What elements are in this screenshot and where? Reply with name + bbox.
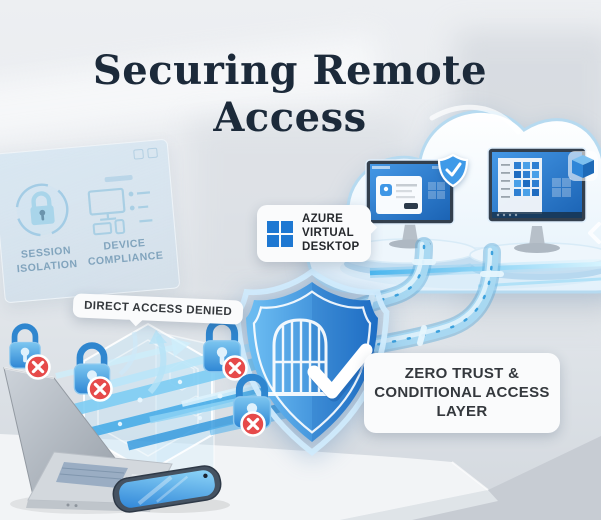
start-menu [498, 158, 542, 214]
page-title: Securing Remote Access [92, 46, 488, 141]
avd-label: AZURE VIRTUAL DESKTOP [257, 205, 378, 263]
windows-wallpaper-logo-icon [428, 182, 445, 199]
avd-label-text: AZURE VIRTUAL DESKTOP [302, 213, 360, 253]
blocked-lock-2 [74, 346, 114, 403]
zero-trust-shield-icon [234, 268, 390, 456]
cloud-chevron-icon [588, 222, 601, 244]
taskbar [492, 212, 582, 218]
verified-shield-icon [437, 153, 469, 188]
phone-camera-icon [203, 473, 208, 479]
session-host-monitor-desktop [487, 147, 587, 253]
windows-logo-icon [267, 220, 293, 247]
windows-wallpaper-logo-icon [552, 178, 571, 197]
gate-glyph-icon [268, 318, 332, 396]
checkmark-icon [307, 343, 375, 402]
compliance-panel: SESSION ISOLATION DEVICE COMPLIANCE [0, 138, 181, 304]
device-compliance-item: DEVICE COMPLIANCE [81, 173, 164, 270]
denied-label-text: DIRECT ACCESS DENIED [83, 299, 233, 319]
session-isolation-item: SESSION ISOLATION [9, 179, 79, 277]
device-compliance-icon [87, 187, 153, 236]
login-dialog [376, 176, 422, 214]
session-host-monitor-login [365, 159, 455, 249]
zero-trust-label: ZERO TRUST & CONDITIONAL ACCESS LAYER [364, 353, 560, 433]
session-lock-icon [15, 183, 69, 237]
azure-cube-icon [568, 151, 598, 181]
smartphone [112, 465, 222, 513]
